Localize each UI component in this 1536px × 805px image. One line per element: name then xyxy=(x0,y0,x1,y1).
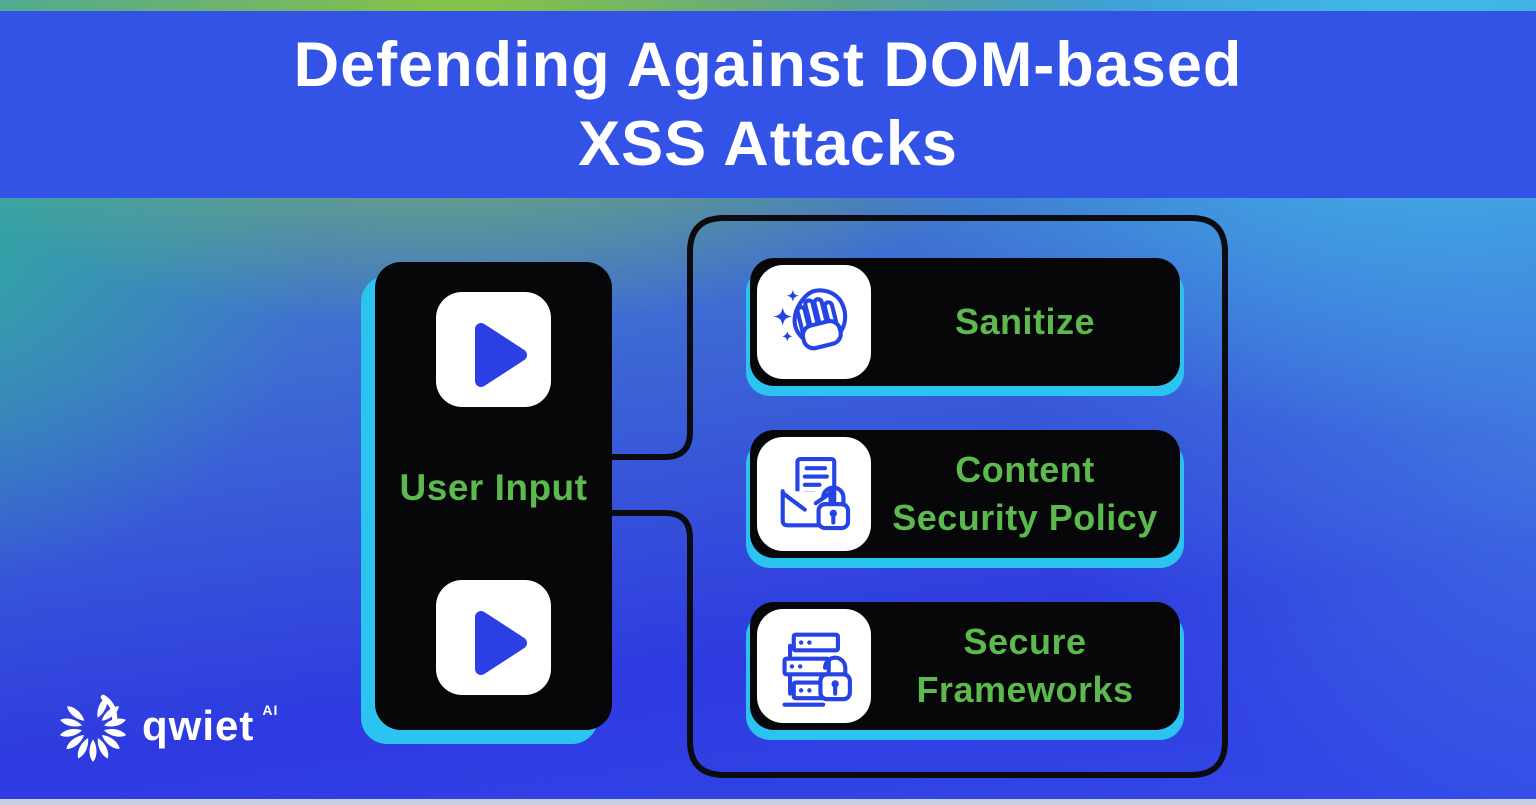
logo-wordmark: qwiet xyxy=(142,702,255,749)
brand-logo: qwiet AI xyxy=(52,680,278,772)
play-tile-bottom xyxy=(436,580,551,695)
defense-card-sanitize: Sanitize xyxy=(750,258,1180,386)
header-banner: Defending Against DOM-based XSS Attacks xyxy=(0,11,1536,198)
play-tile-top xyxy=(436,292,551,407)
defense-label: Secure Frameworks xyxy=(878,602,1172,730)
defense-label-line: Frameworks xyxy=(916,669,1134,710)
defense-label: Sanitize xyxy=(878,258,1172,386)
user-input-label: User Input xyxy=(399,467,588,508)
defense-label: Content Security Policy xyxy=(878,430,1172,558)
logo-suffix: AI xyxy=(262,702,279,718)
user-input-node: User Input xyxy=(375,262,612,730)
qwiet-spiral-logo-icon xyxy=(52,685,134,767)
defense-label-line: Security Policy xyxy=(892,497,1158,538)
play-icon xyxy=(444,588,544,688)
frameworks-icon-tile xyxy=(757,609,871,723)
title-line-2: XSS Attacks xyxy=(578,108,958,179)
bottom-edge-strip xyxy=(0,799,1536,805)
defense-label-line: Sanitize xyxy=(954,301,1096,343)
defense-card-content-security-policy: Content Security Policy xyxy=(750,430,1180,558)
defense-label-line: Secure xyxy=(963,621,1087,663)
play-icon xyxy=(444,300,544,400)
document-envelope-lock-icon xyxy=(768,448,860,540)
sanitize-icon-tile xyxy=(757,265,871,379)
defense-card-secure-frameworks: Secure Frameworks xyxy=(750,602,1180,730)
defense-label-line: Content xyxy=(955,449,1095,491)
csp-icon-tile xyxy=(757,437,871,551)
title-line-1: Defending Against DOM-based xyxy=(293,29,1243,100)
server-stack-lock-icon xyxy=(768,620,860,712)
sparkle-hand-wipe-icon xyxy=(768,276,860,368)
